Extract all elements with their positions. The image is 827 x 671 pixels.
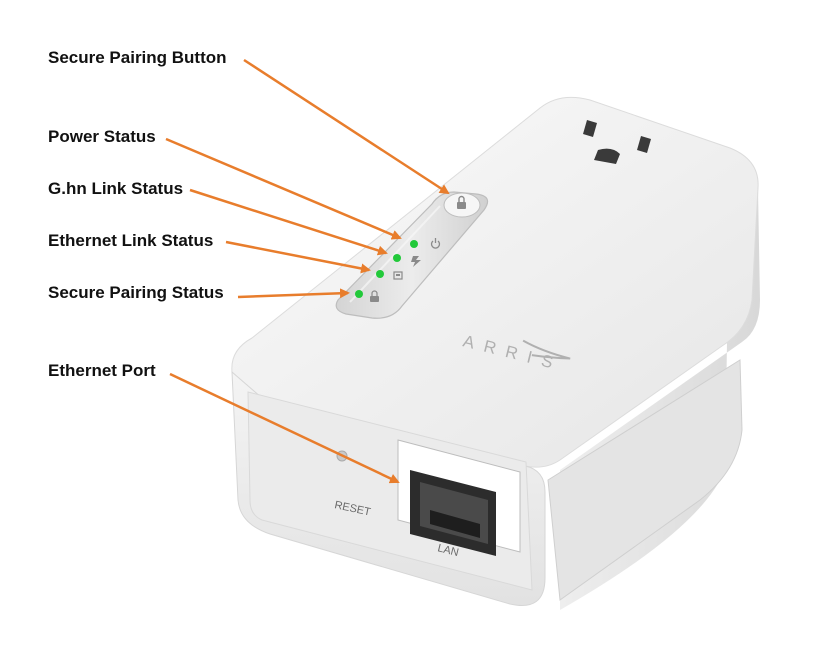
lan-label: LAN [436,542,460,559]
power-led [410,240,418,248]
arrow-secure-pairing-status [237,288,350,299]
arrow-ethernet-link-status [225,240,371,274]
device-side-panel [547,359,743,601]
label-ghn-link-status: G.hn Link Status [48,179,184,198]
arrow-ethernet-port [169,372,400,484]
arrow-ghn-link-status [189,188,388,256]
secure-pairing-icon [370,290,379,302]
label-secure-pairing-status: Secure Pairing Status [48,283,224,302]
label-ethernet-link-status: Ethernet Link Status [48,231,214,250]
arrow-power-status [165,137,402,240]
ghn-link-led [393,254,401,262]
label-power-status: Power Status [48,127,156,146]
arrow-secure-pairing-button [243,58,450,195]
label-ethernet-port: Ethernet Port [48,361,156,380]
label-secure-pairing-button: Secure Pairing Button [48,48,227,67]
power-icon [430,238,441,249]
ghn-link-icon [411,256,421,267]
ac-outlet [583,120,651,164]
ethernet-link-icon [393,271,403,280]
ethernet-link-led [376,270,384,278]
brand-swoosh [522,339,571,360]
lock-icon [457,195,466,209]
lan-port [397,439,521,556]
secure-pairing-led [355,290,363,298]
